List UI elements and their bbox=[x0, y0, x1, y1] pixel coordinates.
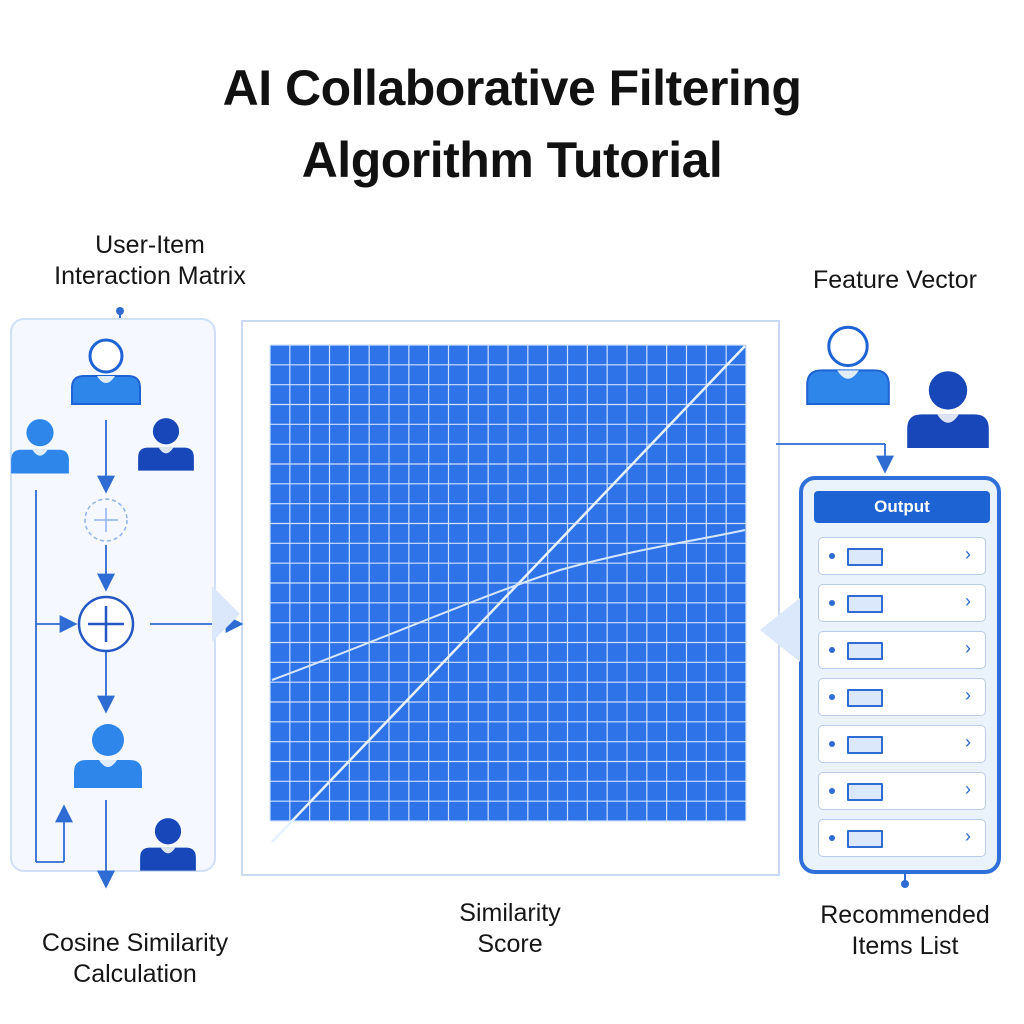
bullet-icon bbox=[829, 788, 835, 794]
cosine-label-line-1: Cosine Similarity bbox=[41, 929, 229, 957]
recommended-label-line-2: Items List bbox=[851, 932, 959, 961]
list-item-icon bbox=[847, 595, 883, 613]
output-header: Output bbox=[814, 491, 990, 523]
list-item-icon bbox=[847, 736, 883, 754]
similarity-label-line-2: Score bbox=[477, 930, 543, 959]
interaction-matrix-grid bbox=[269, 344, 747, 822]
secondary-trend-line bbox=[271, 529, 746, 681]
flow-wedge bbox=[212, 586, 240, 642]
connector-dot bbox=[116, 307, 124, 315]
chevron-right-icon: › bbox=[965, 732, 971, 752]
bullet-icon bbox=[829, 741, 835, 747]
list-item[interactable]: › bbox=[818, 631, 986, 669]
user-icon bbox=[140, 818, 196, 871]
cosine-label-line-2: Calculation bbox=[73, 960, 197, 989]
chevron-right-icon: › bbox=[965, 544, 971, 564]
list-item[interactable]: › bbox=[818, 678, 986, 716]
list-item[interactable]: › bbox=[818, 772, 986, 810]
add-node-icon bbox=[84, 498, 128, 542]
similarity-score-label: Similarity Score bbox=[400, 898, 620, 961]
list-item[interactable]: › bbox=[818, 725, 986, 763]
user-icon bbox=[907, 371, 989, 448]
user-icon bbox=[71, 338, 141, 405]
bullet-icon bbox=[829, 647, 835, 653]
list-item[interactable]: › bbox=[818, 537, 986, 575]
user-icon bbox=[11, 419, 69, 474]
feature-vector-label: Feature Vector bbox=[813, 266, 977, 294]
chevron-right-icon: › bbox=[965, 826, 971, 846]
list-item-icon bbox=[847, 783, 883, 801]
page-title-line-2: Algorithm Tutorial bbox=[301, 132, 723, 188]
cosine-similarity-label: Cosine Similarity Calculation bbox=[0, 928, 270, 991]
list-item[interactable]: › bbox=[818, 819, 986, 857]
list-item-icon bbox=[847, 548, 883, 566]
flow-wedge bbox=[760, 598, 800, 662]
recommended-label-line-1: Recommended bbox=[820, 901, 990, 929]
list-item[interactable]: › bbox=[818, 584, 986, 622]
list-item-icon bbox=[847, 642, 883, 660]
chevron-right-icon: › bbox=[965, 779, 971, 799]
list-item-icon bbox=[847, 830, 883, 848]
user-icon bbox=[806, 325, 890, 405]
bullet-icon bbox=[829, 553, 835, 559]
page-title-line-1: AI Collaborative Filtering bbox=[222, 60, 802, 116]
similarity-label-line-1: Similarity bbox=[459, 899, 561, 927]
recommended-items-label: Recommended Items List bbox=[790, 900, 1020, 963]
user-icon bbox=[138, 418, 194, 471]
matrix-label: User-Item Interaction Matrix bbox=[20, 230, 280, 293]
chevron-right-icon: › bbox=[965, 591, 971, 611]
chevron-right-icon: › bbox=[965, 638, 971, 658]
matrix-label-line-2: Interaction Matrix bbox=[54, 262, 246, 291]
similarity-trend-line bbox=[271, 345, 746, 843]
list-item-icon bbox=[847, 689, 883, 707]
matrix-label-line-1: User-Item bbox=[95, 231, 205, 259]
connector-dot bbox=[901, 880, 909, 888]
bullet-icon bbox=[829, 600, 835, 606]
chevron-right-icon: › bbox=[965, 685, 971, 705]
bullet-icon bbox=[829, 835, 835, 841]
user-icon bbox=[74, 724, 142, 788]
bullet-icon bbox=[829, 694, 835, 700]
